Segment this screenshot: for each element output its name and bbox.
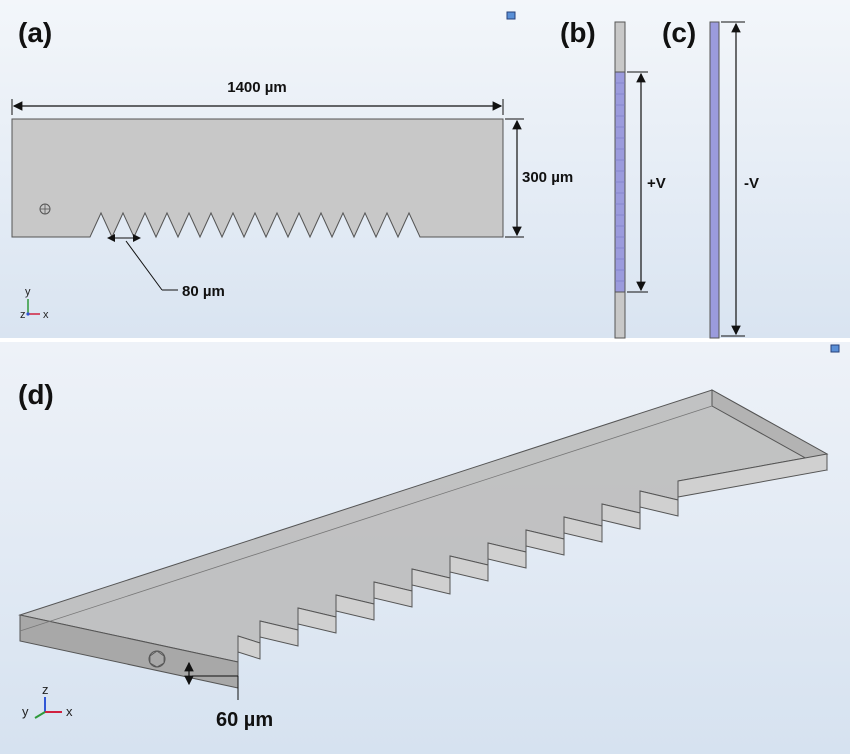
- sawtooth-body-3d: [18, 389, 829, 689]
- height-dim-label: 300 µm: [522, 169, 573, 186]
- v-plus-label: +V: [647, 175, 666, 192]
- axis-x-label-2d: x: [43, 309, 49, 321]
- v-minus-label: -V: [744, 175, 759, 192]
- view-icon-bottom[interactable]: [830, 344, 840, 353]
- axis-y-label-3d: y: [22, 704, 29, 719]
- reference-point-3d-shape: [149, 650, 165, 668]
- electrode-b-segments: [615, 82, 625, 282]
- tooth-dim-label: 80 µm: [182, 283, 225, 300]
- body-3d-back-edge: [19, 405, 713, 632]
- axis-y-label-2d: y: [25, 286, 31, 298]
- axes-triad-2d: y z x: [20, 286, 49, 321]
- axis-z-label-3d: z: [42, 682, 49, 697]
- panel-a-label: (a): [18, 17, 52, 48]
- thickness-dim-label: 60 µm: [216, 709, 273, 731]
- body-3d-teeth-faces: [237, 453, 828, 660]
- axis-z-dot-2d: [26, 312, 30, 316]
- axis-y-line-3d: [34, 711, 46, 719]
- axes-triad-3d: z y x: [22, 682, 73, 719]
- tooth-leader-diag: [125, 240, 163, 291]
- axis-z-label-2d: z: [20, 309, 26, 321]
- panel-c-label: (c): [662, 17, 696, 48]
- axis-x-label-3d: x: [66, 704, 73, 719]
- width-dim-label: 1400 µm: [227, 79, 287, 96]
- electrode-c: [709, 21, 720, 339]
- strip-b-bottom: [614, 291, 626, 339]
- panel-d-label: (d): [18, 379, 54, 410]
- strip-b-top: [614, 21, 626, 73]
- view-icon-top[interactable]: [506, 11, 516, 20]
- panel-b-label: (b): [560, 17, 596, 48]
- sawtooth-body-2d: [11, 118, 504, 239]
